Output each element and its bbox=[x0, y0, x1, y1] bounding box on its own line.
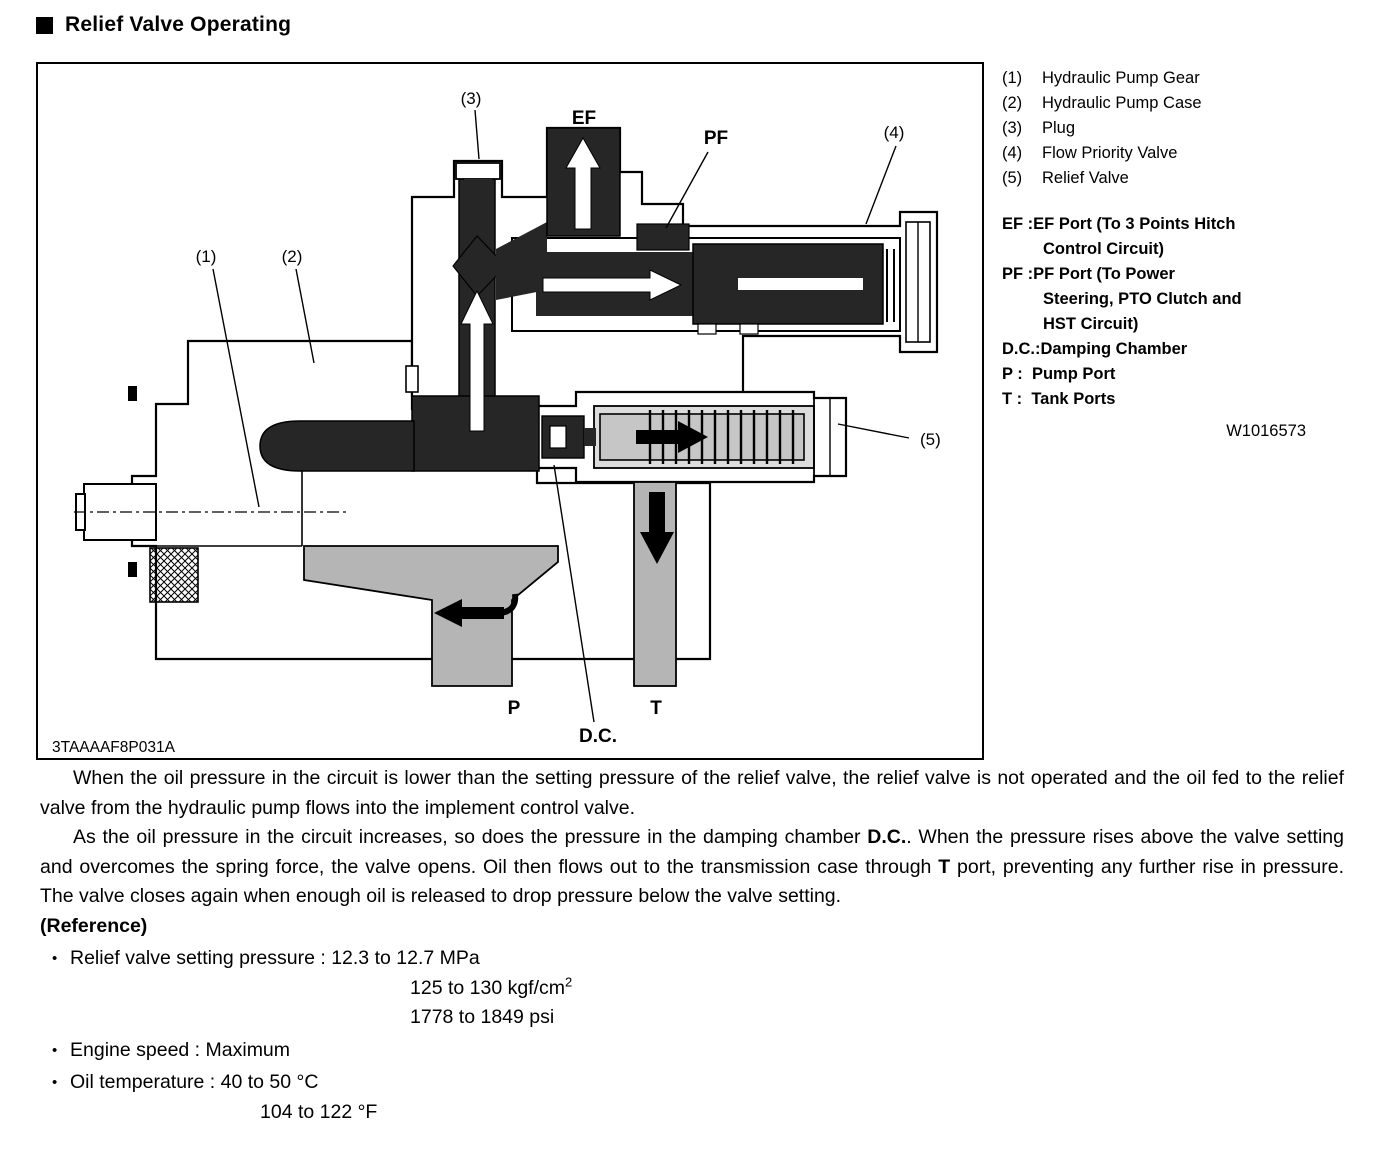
reference-item-text: Relief valve setting pressure : 12.3 to … bbox=[70, 944, 480, 974]
gear-chamber-lobe bbox=[259, 420, 415, 472]
legend-item-label: Plug bbox=[1042, 119, 1076, 137]
bullet-icon: • bbox=[52, 950, 58, 967]
legend-item-label: Hydraulic Pump Case bbox=[1042, 94, 1202, 112]
legend-item-number: (3) bbox=[1002, 119, 1023, 137]
legend-item-label: Relief Valve bbox=[1042, 169, 1129, 187]
port-definition-line: Control Circuit) bbox=[1043, 240, 1164, 258]
superscript: 2 bbox=[565, 974, 573, 989]
dc-label: D.C. bbox=[579, 726, 617, 747]
reference-item-continuation: 104 to 122 °F bbox=[260, 1100, 378, 1123]
relief-poppet-core bbox=[549, 425, 567, 449]
reference-heading: (Reference) bbox=[40, 914, 148, 937]
legend-item-number: (1) bbox=[1002, 69, 1023, 87]
plug-head bbox=[455, 162, 501, 180]
bullet-icon: • bbox=[52, 1041, 58, 1059]
pf-port-block bbox=[636, 223, 690, 251]
suction-passage bbox=[303, 545, 559, 687]
callout-5: (5) bbox=[920, 430, 941, 449]
spool-drilling bbox=[738, 278, 863, 290]
reference-item-text: Engine speed : Maximum bbox=[70, 1038, 291, 1061]
ef-flow-arrow bbox=[565, 136, 601, 230]
port-definition-line: EF :EF Port (To 3 Points Hitch bbox=[1002, 215, 1236, 233]
legend-item: (4) Flow Priority Valve bbox=[1002, 141, 1354, 166]
pf-port-label: PF bbox=[704, 128, 728, 149]
section-marker-icon bbox=[36, 16, 53, 34]
reference-item: • Oil temperature : 40 to 50 °C bbox=[40, 1068, 1344, 1098]
text-segment: . When the pressure rises above the valv… bbox=[40, 826, 1345, 878]
reference-code: W1016573 bbox=[1226, 422, 1306, 440]
legend-port-definitions: EF :EF Port (To 3 Points Hitch Control C… bbox=[1002, 212, 1354, 444]
figure-legend: (1) Hydraulic Pump Gear (2) Hydraulic Pu… bbox=[1002, 66, 1354, 444]
port-definition-line: D.C.:Damping Chamber bbox=[1002, 340, 1188, 358]
legend-item: (1) Hydraulic Pump Gear bbox=[1002, 66, 1354, 91]
legend-item-number: (2) bbox=[1002, 94, 1023, 112]
bullet-icon: • bbox=[52, 1074, 58, 1091]
legend-item-label: Flow Priority Valve bbox=[1042, 144, 1178, 162]
ef-port-label: EF bbox=[572, 108, 596, 129]
relief-poppet-stem bbox=[584, 428, 596, 446]
section-title-text: Relief Valve Operating bbox=[65, 13, 292, 36]
callout-3: (3) bbox=[461, 89, 482, 108]
port-definition-line: HST Circuit) bbox=[1043, 315, 1139, 333]
riser-flow-arrow bbox=[460, 289, 494, 432]
plug-thread bbox=[464, 179, 492, 191]
port-definition-line: T : Tank Ports bbox=[1002, 390, 1116, 408]
relief-flow-arrow bbox=[636, 421, 708, 453]
reference-item-text: Oil temperature : 40 to 50 °C bbox=[70, 1071, 319, 1093]
port-definition-line: Steering, PTO Clutch and bbox=[1043, 290, 1242, 308]
pressure-connector bbox=[496, 222, 547, 300]
text-segment: port, preventing any further rise in pre… bbox=[40, 855, 1344, 908]
legend-item: (3) Plug bbox=[1002, 116, 1354, 141]
legend-item-number: (5) bbox=[1002, 169, 1023, 187]
port-definition-line: P : Pump Port bbox=[1002, 365, 1116, 383]
callout-1: (1) bbox=[196, 247, 217, 266]
text-segment: 12.3 to 12.7 MPa bbox=[331, 947, 480, 969]
paragraph-1: When the oil pressure in the circuit is … bbox=[40, 767, 1344, 819]
legend-item: (5) Relief Valve bbox=[1002, 166, 1354, 191]
text-segment: 125 to 130 kgf/cm bbox=[410, 976, 566, 999]
callout-2: (2) bbox=[282, 247, 303, 266]
leader-lines bbox=[212, 109, 910, 723]
text-segment-bold: D.C. bbox=[867, 826, 907, 848]
tank-flow-arrow bbox=[640, 492, 674, 564]
body-text: When the oil pressure in the circuit is … bbox=[40, 764, 1344, 1127]
reference-item-continuation: 1778 to 1849 psi bbox=[410, 1006, 555, 1028]
callout-4: (4) bbox=[884, 123, 905, 142]
p-port-label: P bbox=[508, 698, 521, 719]
reference-item-continuation: 125 to 130 kgf/cm2 bbox=[40, 974, 1344, 1004]
case-bolt bbox=[128, 562, 137, 577]
t-port-label: T bbox=[650, 698, 662, 719]
text-segment-bold: T bbox=[938, 855, 951, 878]
text-segment: As the oil pressure in the circuit incre… bbox=[73, 826, 868, 848]
section-title: Relief Valve Operating bbox=[36, 13, 291, 37]
figure-code: 3TAAAAF8P031A bbox=[52, 739, 176, 756]
bearing-hatch bbox=[149, 547, 199, 603]
figure-frame: (1) (2) (3) (4) (5) EF PF P T D.C. 3TAAA… bbox=[36, 62, 984, 760]
suction-flow-arrow bbox=[434, 599, 504, 627]
legend-item-label: Hydraulic Pump Gear bbox=[1042, 69, 1200, 87]
case-bolt bbox=[128, 386, 137, 401]
suction-arrow-hook bbox=[499, 593, 519, 616]
reference-item: • Engine speed : Maximum bbox=[40, 1036, 1344, 1066]
legend-item-number: (4) bbox=[1002, 144, 1023, 162]
port-definition-line: PF :PF Port (To Power bbox=[1002, 265, 1175, 283]
legend-item: (2) Hydraulic Pump Case bbox=[1002, 91, 1354, 116]
body-port-slot bbox=[405, 365, 419, 393]
reference-item: • Relief valve setting pressure : 12.3 t… bbox=[40, 944, 1344, 974]
text-segment: Relief valve setting pressure : bbox=[70, 947, 332, 969]
tank-slot bbox=[739, 323, 759, 335]
tank-slot bbox=[697, 323, 717, 335]
relief-valve-diagram: (1) (2) (3) (4) (5) EF PF P T D.C. 3TAAA… bbox=[52, 89, 941, 756]
paragraph-2: As the oil pressure in the circuit incre… bbox=[40, 823, 1344, 912]
pf-flow-arrow bbox=[542, 269, 683, 301]
